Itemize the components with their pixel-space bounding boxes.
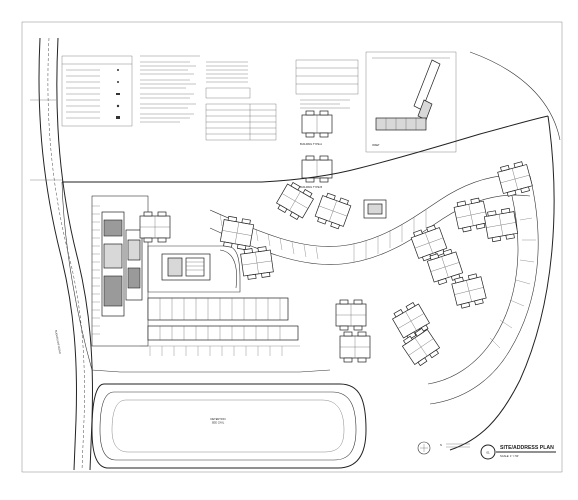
sheet-number: 01 <box>486 451 490 455</box>
building-type-a-label: BUILDING TYPE A <box>300 142 322 146</box>
building-type-b-diagram: BUILDING TYPE B <box>300 155 333 189</box>
legend-block <box>61 55 133 127</box>
site-data-table <box>205 61 277 141</box>
drawing-frame <box>21 21 563 473</box>
title-block: N 01 SITE/ADDRESS PLAN SCALE: 1" = 50' <box>417 441 556 460</box>
building-type-a-diagram: BUILDING TYPE A <box>300 110 333 146</box>
road-label: SUGARLOAF ROAD <box>54 329 62 354</box>
south-townhome-row <box>140 297 300 356</box>
east-drive <box>427 175 539 405</box>
inset-label: INSET <box>372 143 380 147</box>
clubhouse-building-west <box>101 211 143 317</box>
site-boundary <box>61 51 561 451</box>
svg-text:N: N <box>440 443 442 447</box>
sheet-number-circle <box>480 444 496 460</box>
left-road: SUGARLOAF ROAD <box>30 37 93 471</box>
amenity-center <box>147 245 241 293</box>
pool-amenity <box>363 199 387 219</box>
inset-key-plan: INSET <box>365 51 457 153</box>
site-notes-block <box>140 55 200 123</box>
key-plan-block <box>295 59 359 109</box>
building-type-b-label: BUILDING TYPE B <box>300 185 322 189</box>
scale-note: SCALE: 1" = 50' <box>500 454 519 458</box>
plan-title: SITE/ADDRESS PLAN <box>500 445 554 451</box>
main-drive <box>209 174 531 265</box>
